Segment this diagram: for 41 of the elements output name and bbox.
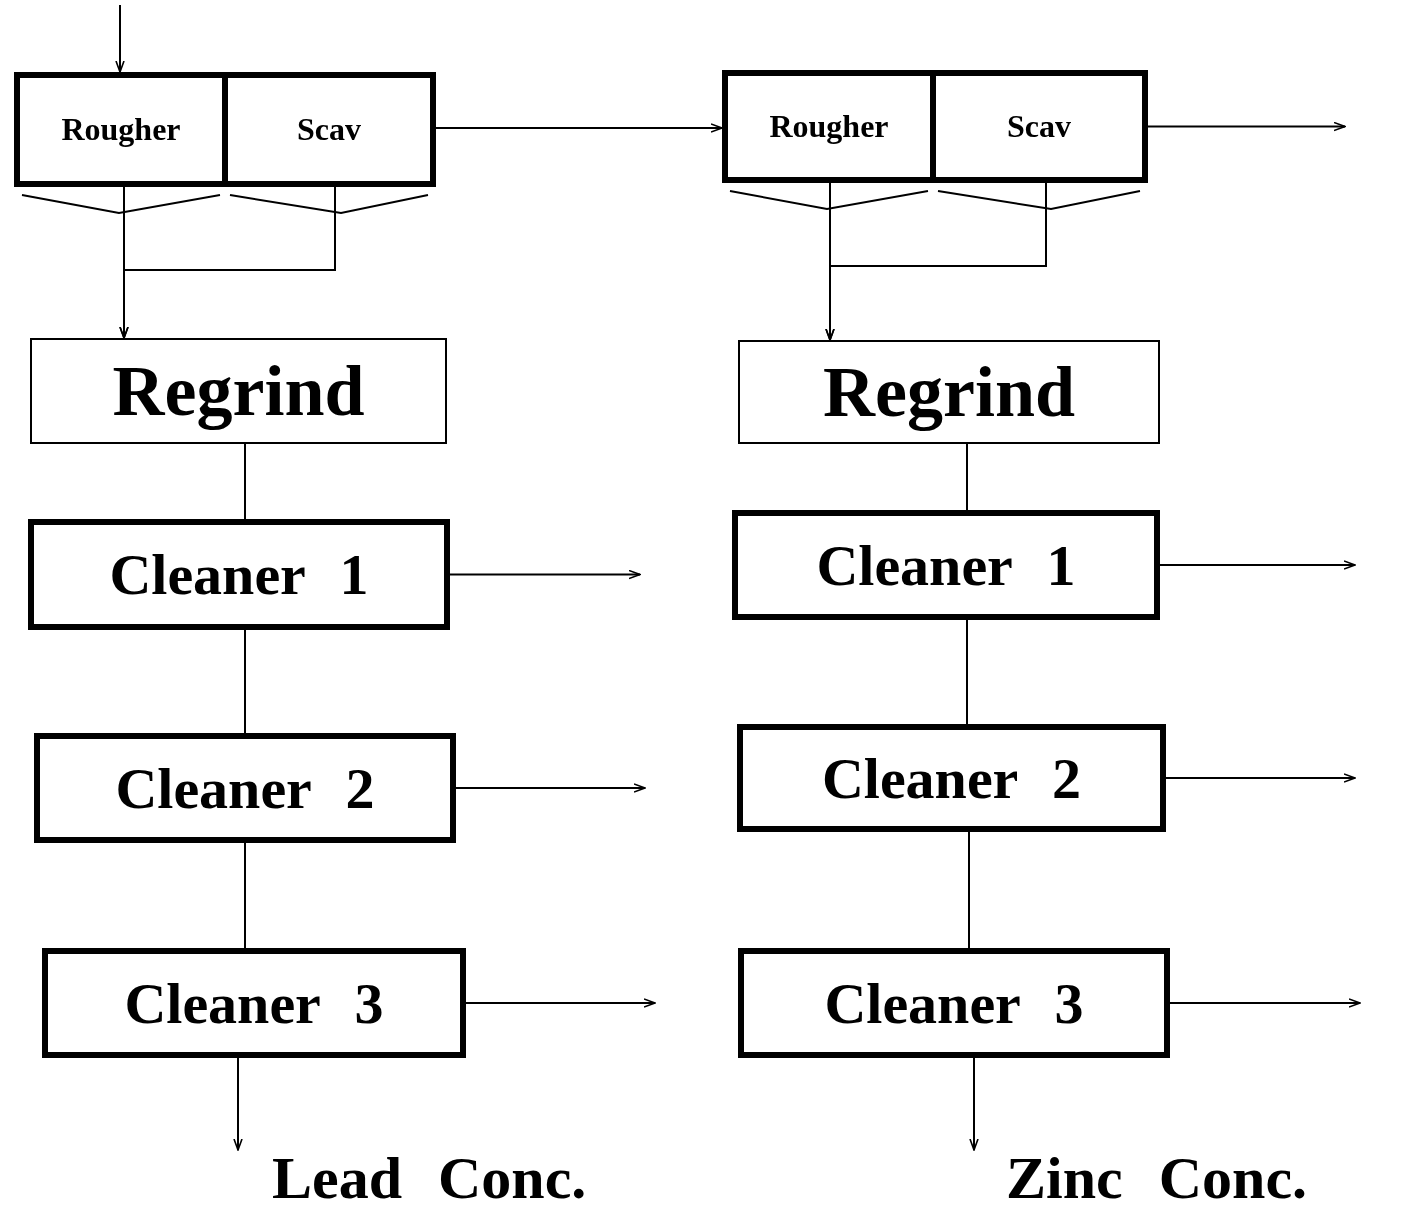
process-box bbox=[28, 519, 450, 630]
box-label: Regrind bbox=[112, 349, 365, 433]
box-label: Cleaner 2 bbox=[115, 754, 375, 822]
flow-arrow bbox=[1159, 560, 1356, 570]
flow-arrow bbox=[1169, 998, 1361, 1008]
process-box bbox=[34, 733, 456, 843]
flow-arrow bbox=[119, 186, 336, 339]
flow-arrow bbox=[1147, 121, 1346, 132]
flow-arrow bbox=[115, 4, 125, 73]
box-label: Cleaner 2 bbox=[821, 744, 1082, 812]
process-box bbox=[738, 948, 1170, 1058]
process-box bbox=[737, 724, 1166, 832]
flow-arrow bbox=[449, 569, 641, 580]
box-label: Cleaner 1 bbox=[109, 541, 369, 608]
box-label: Cleaner 1 bbox=[816, 531, 1076, 599]
process-box bbox=[42, 948, 466, 1058]
flow-line bbox=[244, 629, 246, 734]
flow-arrow bbox=[435, 123, 723, 133]
box-label: Rougher bbox=[769, 108, 889, 145]
box-label: Scav bbox=[297, 111, 361, 148]
flow-arrow bbox=[969, 1057, 979, 1151]
flow-line bbox=[966, 619, 968, 725]
box-label: Regrind bbox=[823, 350, 1075, 434]
product-label: Lead Conc. bbox=[272, 1143, 587, 1209]
flow-arrow bbox=[233, 1057, 243, 1151]
box-label: Cleaner 3 bbox=[824, 969, 1084, 1037]
flow-arrow bbox=[1165, 773, 1356, 783]
process-box bbox=[732, 510, 1160, 620]
flow-line bbox=[244, 842, 246, 949]
flow-line bbox=[244, 443, 246, 520]
box-label: Rougher bbox=[61, 111, 181, 148]
product-label: Zinc Conc. bbox=[1006, 1143, 1308, 1209]
process-box bbox=[30, 338, 447, 444]
process-box bbox=[738, 340, 1160, 444]
box-label: Cleaner 3 bbox=[124, 969, 384, 1037]
flow-arrow bbox=[455, 783, 646, 793]
flow-line bbox=[968, 831, 970, 949]
box-label: Scav bbox=[1007, 108, 1071, 145]
flow-arrow bbox=[825, 182, 1047, 341]
flow-arrow bbox=[465, 998, 656, 1008]
flow-line bbox=[966, 443, 968, 511]
